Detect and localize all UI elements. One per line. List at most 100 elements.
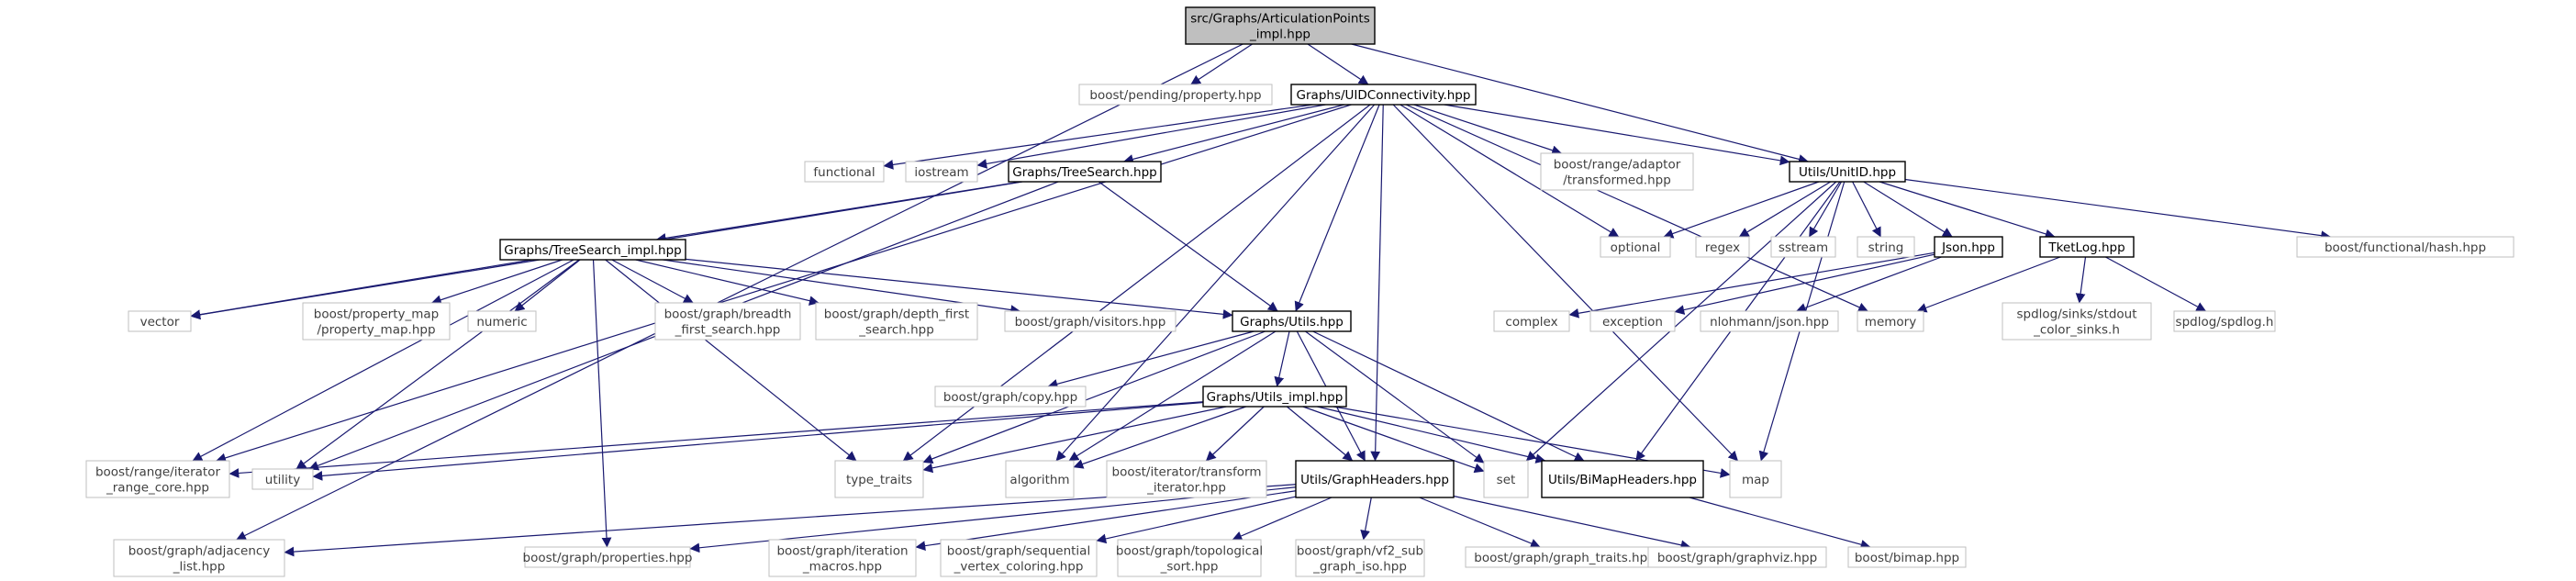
node-box-transform_iterator — [1106, 460, 1267, 498]
node-unitid[interactable]: Utils/UnitID.hpp — [1789, 161, 1906, 183]
edge-uidconn-to-memory — [1405, 104, 1868, 312]
edge-treesearch_impl-to-iterator_range_core — [192, 259, 574, 462]
node-label-complex: complex — [1505, 315, 1557, 330]
node-seq_vertex_coloring: boost/graph/sequential_vertex_coloring.h… — [940, 539, 1098, 577]
node-label-spdlog_sinks: spdlog/sinks/stdout — [2016, 307, 2136, 322]
node-treesearch[interactable]: Graphs/TreeSearch.hpp — [1008, 161, 1162, 183]
node-label-property_map: /property_map.hpp — [317, 323, 435, 338]
edge-graphs_utils-to-set — [1305, 330, 1485, 464]
node-properties: boost/graph/properties.hpp — [523, 546, 692, 568]
node-json[interactable]: Json.hpp — [1934, 236, 2003, 258]
node-box-copy — [934, 385, 1087, 408]
node-pending_property: boost/pending/property.hpp — [1078, 84, 1273, 106]
node-visitors: boost/graph/visitors.hpp — [1004, 310, 1176, 332]
node-label-root: _impl.hpp — [1249, 28, 1310, 42]
node-box-regex — [1695, 236, 1750, 258]
node-label-type_traits: type_traits — [846, 473, 912, 487]
node-label-topological_sort: _sort.hpp — [1160, 560, 1219, 575]
edge-unitid-to-regex — [1738, 181, 1832, 238]
node-graphviz: boost/graph/graphviz.hpp — [1647, 546, 1827, 568]
edge-graphs_utils_impl-to-utility — [312, 401, 1204, 481]
edge-bimapheaders-to-bimap — [1689, 497, 1871, 550]
node-label-seq_vertex_coloring: _vertex_coloring.hpp — [953, 560, 1084, 575]
node-box-functional — [804, 161, 885, 183]
node-box-properties — [524, 546, 691, 568]
node-box-utility — [251, 468, 314, 490]
edge-treesearch_impl-to-properties — [592, 259, 612, 548]
node-graphs_utils_impl[interactable]: Graphs/Utils_impl.hpp — [1202, 385, 1347, 408]
node-bimapheaders[interactable]: Utils/BiMapHeaders.hpp — [1541, 460, 1704, 498]
node-treesearch_impl[interactable]: Graphs/TreeSearch_impl.hpp — [499, 239, 686, 261]
node-label-bfs: _first_search.hpp — [675, 323, 781, 338]
node-label-root: src/Graphs/ArticulationPoints — [1190, 12, 1370, 27]
node-box-iteration_macros — [768, 539, 917, 577]
edge-uidconn-to-graphheaders — [1370, 104, 1384, 462]
edge-graphs_utils_impl-to-set — [1302, 406, 1485, 474]
edge-treesearch_impl-to-bfs — [611, 259, 694, 304]
edge-unitid-to-functional_hash — [1904, 178, 2331, 240]
node-label-visitors: boost/graph/visitors.hpp — [1015, 315, 1166, 330]
edge-uidconn-to-iterator_range_core — [216, 104, 1352, 464]
node-graphs_utils[interactable]: Graphs/Utils.hpp — [1232, 310, 1352, 332]
node-graphheaders[interactable]: Utils/GraphHeaders.hpp — [1295, 460, 1455, 498]
edge-tketlog-to-memory — [1916, 256, 2061, 313]
node-label-transform_iterator: _iterator.hpp — [1146, 481, 1226, 496]
node-box-pending_property — [1078, 84, 1273, 106]
node-label-copy: boost/graph/copy.hpp — [943, 390, 1077, 405]
node-functional: functional — [804, 161, 885, 183]
edge-graphheaders-to-seq_vertex_coloring — [1096, 496, 1297, 544]
node-spdlog: spdlog/spdlog.h — [2173, 310, 2276, 332]
edge-uidconn-to-type_traits — [902, 104, 1371, 462]
node-numeric: numeric — [467, 310, 537, 332]
node-label-graphheaders: Utils/GraphHeaders.hpp — [1300, 473, 1449, 487]
edge-tketlog-to-spdlog_sinks — [2075, 256, 2087, 304]
edge-unitid-to-json — [1863, 181, 1953, 238]
node-tketlog[interactable]: TketLog.hpp — [2039, 236, 2135, 258]
node-complex: complex — [1493, 310, 1570, 332]
node-label-functional_hash: boost/functional/hash.hpp — [2325, 240, 2486, 255]
edge-root-to-adjacency_list — [236, 43, 1243, 541]
edge-graphs_utils-to-type_traits — [922, 330, 1266, 464]
node-iostream: iostream — [905, 161, 978, 183]
node-box-bfs — [654, 302, 801, 341]
node-box-numeric — [467, 310, 537, 332]
node-label-json: Json.hpp — [1941, 240, 1995, 255]
edge-uidconn-to-algorithm — [1055, 104, 1376, 462]
node-uidconn[interactable]: Graphs/UIDConnectivity.hpp — [1290, 84, 1477, 106]
node-copy: boost/graph/copy.hpp — [934, 385, 1087, 408]
node-label-graphs_utils: Graphs/Utils.hpp — [1240, 315, 1344, 330]
edge-graphs_utils-to-bimapheaders — [1312, 330, 1585, 462]
node-label-iteration_macros: boost/graph/iteration — [776, 544, 908, 559]
node-label-bimap: boost/bimap.hpp — [1855, 551, 1959, 565]
edge-unitid-to-set — [1525, 181, 1837, 462]
node-box-complex — [1493, 310, 1570, 332]
edge-graphs_utils_impl-to-algorithm — [1073, 406, 1246, 469]
node-label-adaptor_transformed: boost/range/adaptor — [1554, 158, 1681, 173]
edge-tketlog-to-spdlog — [2105, 256, 2207, 312]
edge-treesearch_impl-to-dfs — [635, 259, 820, 306]
node-box-dfs — [815, 302, 978, 341]
edge-graphs_utils_impl-to-iterator_range_core — [229, 401, 1204, 478]
node-label-exception: exception — [1602, 315, 1663, 330]
node-label-transform_iterator: boost/iterator/transform — [1112, 465, 1262, 480]
edge-graphheaders-to-graph_traits — [1419, 497, 1541, 549]
edge-graphheaders-to-topological_sort — [1232, 497, 1333, 541]
node-property_map: boost/property_map/property_map.hpp — [302, 302, 451, 341]
edges-layer — [190, 43, 2331, 557]
node-label-spdlog: spdlog/spdlog.h — [2176, 315, 2274, 330]
node-root[interactable]: src/Graphs/ArticulationPoints_impl.hpp — [1185, 6, 1376, 45]
edge-unitid-to-sstream — [1808, 181, 1843, 238]
edge-graphs_utils_impl-to-type_traits — [922, 406, 1227, 474]
node-box-sstream — [1770, 236, 1836, 258]
node-box-graphviz — [1647, 546, 1827, 568]
node-box-graphs_utils — [1232, 310, 1352, 332]
node-label-treesearch_impl: Graphs/TreeSearch_impl.hpp — [504, 243, 681, 258]
node-label-dfs: _search.hpp — [858, 323, 934, 338]
node-label-numeric: numeric — [476, 315, 527, 330]
node-label-topological_sort: boost/graph/topological — [1116, 544, 1263, 559]
edge-uidconn-to-treesearch — [1123, 104, 1345, 164]
edge-uidconn-to-adaptor_transformed — [1413, 104, 1562, 155]
node-box-algorithm — [1005, 460, 1075, 498]
edge-graphs_utils_impl-to-bimapheaders — [1317, 406, 1546, 464]
